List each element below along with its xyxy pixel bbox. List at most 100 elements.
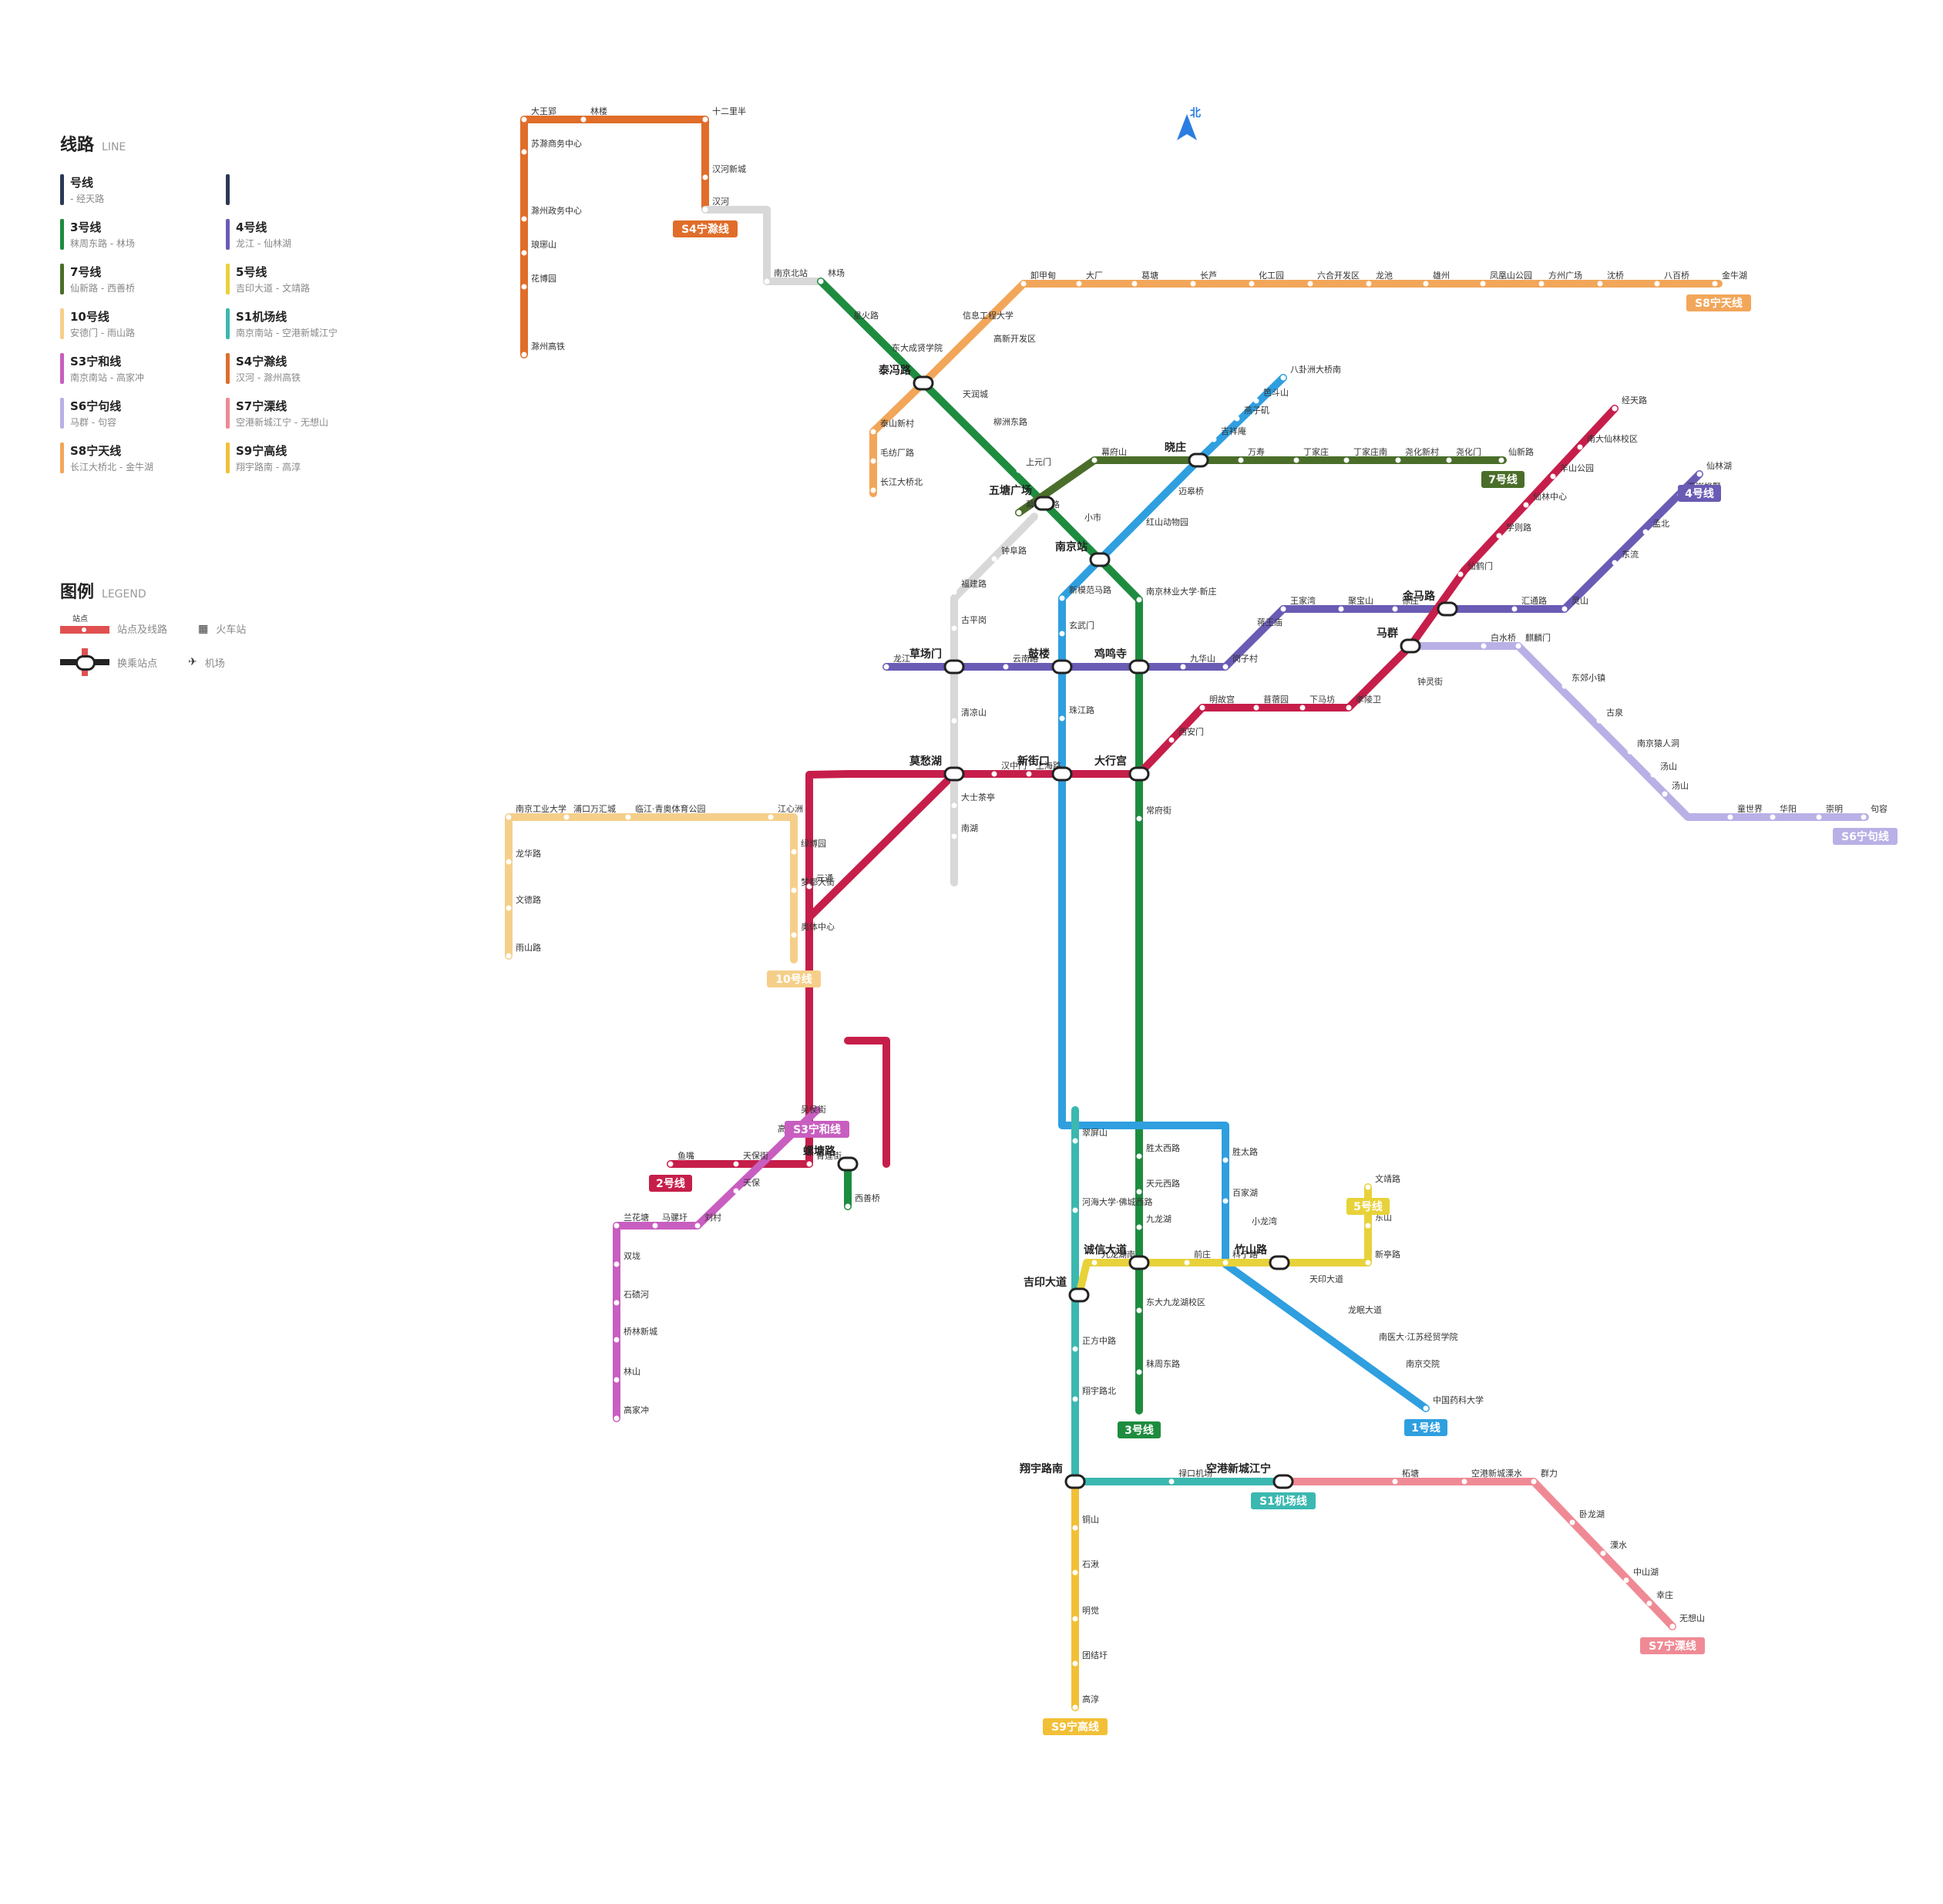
station-dot[interactable] <box>1423 1405 1429 1411</box>
station-dot[interactable] <box>843 321 849 327</box>
station-dot[interactable] <box>1299 705 1306 711</box>
station-dot[interactable] <box>951 833 957 839</box>
station-dot[interactable] <box>1561 606 1568 612</box>
station-dot[interactable] <box>1072 1207 1078 1213</box>
station-dot[interactable] <box>1392 1478 1398 1485</box>
station-dot[interactable] <box>1662 791 1668 797</box>
station-dot[interactable] <box>1072 1569 1078 1576</box>
station-dot[interactable] <box>953 399 959 405</box>
station-dot[interactable] <box>1646 1600 1652 1606</box>
station-dot[interactable] <box>1072 1660 1078 1667</box>
station-dot[interactable] <box>521 149 527 155</box>
interchange-station[interactable]: 大行宫 <box>1094 755 1150 782</box>
station-dot[interactable] <box>1168 1478 1175 1485</box>
station-dot[interactable] <box>702 174 708 180</box>
station-dot[interactable] <box>1072 1346 1078 1352</box>
station-dot[interactable] <box>652 1223 658 1229</box>
station-dot[interactable] <box>1550 473 1556 479</box>
station-dot[interactable] <box>1222 1260 1229 1266</box>
interchange-station[interactable]: 吉印大道 <box>1024 1276 1090 1303</box>
interchange-station[interactable]: 莫愁湖 <box>909 755 965 782</box>
station-dot[interactable] <box>1365 1223 1371 1229</box>
station-dot[interactable] <box>1612 560 1618 566</box>
station-dot[interactable] <box>791 932 797 938</box>
interchange-station[interactable]: 金马路 <box>1402 590 1458 617</box>
station-dot[interactable] <box>1395 457 1401 463</box>
station-dot[interactable] <box>702 116 708 123</box>
station-dot[interactable] <box>1457 571 1464 577</box>
interchange-station[interactable]: 诚信大道 <box>1084 1243 1150 1270</box>
station-dot[interactable] <box>506 905 512 911</box>
station-dot[interactable] <box>1242 1226 1248 1233</box>
station-dot[interactable] <box>1136 597 1142 603</box>
station-dot[interactable] <box>768 814 774 820</box>
station-dot[interactable] <box>1249 281 1255 287</box>
station-dot[interactable] <box>521 284 527 290</box>
station-dot[interactable] <box>791 1115 797 1121</box>
station-dot[interactable] <box>1136 1153 1142 1159</box>
station-dot[interactable] <box>1091 1260 1098 1266</box>
station-dot[interactable] <box>818 278 824 284</box>
station-dot[interactable] <box>1338 1315 1344 1321</box>
station-dot[interactable] <box>1498 457 1504 463</box>
station-dot[interactable] <box>667 1161 674 1167</box>
station-dot[interactable] <box>1091 457 1098 463</box>
interchange-station[interactable]: 晓庄 <box>1165 441 1209 468</box>
station-dot[interactable] <box>1366 281 1372 287</box>
station-dot[interactable] <box>1727 814 1733 820</box>
station-dot[interactable] <box>1059 715 1065 722</box>
interchange-station[interactable]: 草场门 <box>909 648 965 674</box>
station-dot[interactable] <box>1184 1260 1190 1266</box>
station-dot[interactable] <box>625 814 631 820</box>
interchange-station[interactable]: 五塘广场 <box>989 484 1055 511</box>
station-dot[interactable] <box>563 814 570 820</box>
station-dot[interactable] <box>953 321 959 327</box>
station-dot[interactable] <box>1346 705 1352 711</box>
station-dot[interactable] <box>1669 1623 1676 1630</box>
station-dot[interactable] <box>1461 1478 1467 1485</box>
station-dot[interactable] <box>1481 643 1487 649</box>
station-dot[interactable] <box>1816 814 1822 820</box>
station-dot[interactable] <box>1369 1342 1375 1348</box>
station-dot[interactable] <box>1770 814 1776 820</box>
station-dot[interactable] <box>1076 281 1082 287</box>
station-dot[interactable] <box>613 1261 620 1267</box>
station-dot[interactable] <box>1596 718 1602 724</box>
station-dot[interactable] <box>1515 643 1521 649</box>
station-dot[interactable] <box>1020 281 1027 287</box>
station-dot[interactable] <box>1072 1138 1078 1144</box>
station-dot[interactable] <box>1234 415 1240 422</box>
station-dot[interactable] <box>1003 664 1009 670</box>
station-dot[interactable] <box>768 1134 774 1140</box>
interchange-station[interactable]: 鸡鸣寺 <box>1094 648 1150 674</box>
station-dot[interactable] <box>1480 281 1486 287</box>
station-dot[interactable] <box>1293 457 1299 463</box>
station-dot[interactable] <box>1496 533 1502 539</box>
interchange-station[interactable]: 翔宇路南 <box>1019 1462 1086 1489</box>
station-dot[interactable] <box>1407 687 1414 693</box>
station-dot[interactable] <box>521 116 527 123</box>
station-dot[interactable] <box>806 1161 812 1167</box>
station-dot[interactable] <box>951 802 957 809</box>
station-dot[interactable] <box>1523 502 1529 508</box>
interchange-station[interactable]: 泰冯路 <box>878 364 934 391</box>
station-dot[interactable] <box>1072 1396 1078 1402</box>
station-dot[interactable] <box>1072 1525 1078 1531</box>
station-dot[interactable] <box>1072 1704 1078 1711</box>
station-dot[interactable] <box>1338 606 1344 612</box>
station-dot[interactable] <box>1600 1550 1606 1556</box>
station-dot[interactable] <box>1136 1189 1142 1195</box>
station-dot[interactable] <box>1561 683 1568 689</box>
interchange-station[interactable]: 竹山路 <box>1234 1243 1290 1270</box>
station-dot[interactable] <box>991 556 997 562</box>
station-dot[interactable] <box>883 664 889 670</box>
station-dot[interactable] <box>521 352 527 358</box>
station-dot[interactable] <box>1253 705 1259 711</box>
station-dot[interactable] <box>1299 1284 1306 1290</box>
station-dot[interactable] <box>1627 748 1633 755</box>
interchange-station[interactable]: 新街口 <box>1017 755 1073 782</box>
station-dot[interactable] <box>1280 606 1286 612</box>
station-dot[interactable] <box>845 1203 851 1209</box>
station-dot[interactable] <box>506 814 512 820</box>
station-dot[interactable] <box>1168 737 1175 743</box>
